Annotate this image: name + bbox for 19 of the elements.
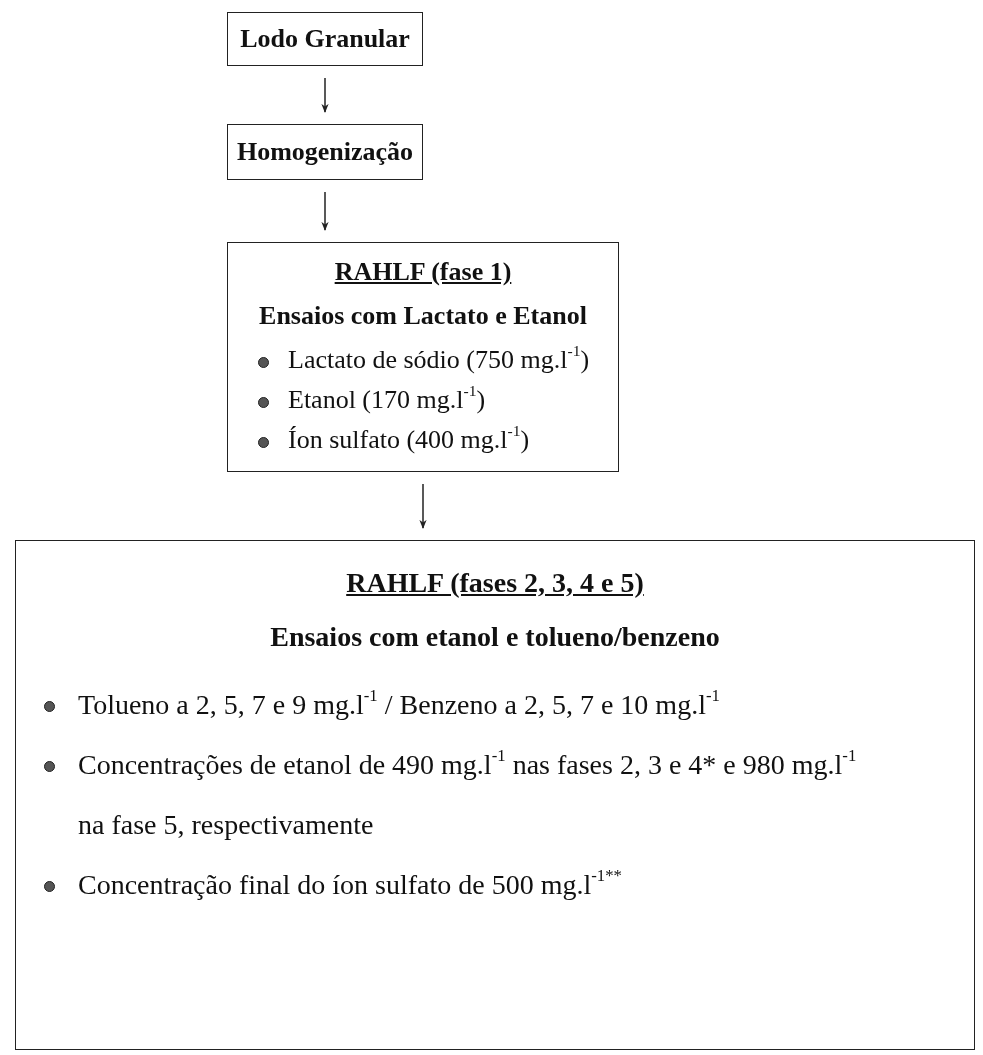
bullet-text: Tolueno a 2, 5, 7 e 9 mg.l$^{-1}$ / Benzeno a 2, 5, 7 e 10 mg.l$^{-1}$ (78, 684, 721, 722)
stage-heading: RAHLF (fase 1) (333, 257, 513, 287)
stage-heading: RAHLF (fases 2, 3, 4 e 5) (345, 567, 645, 599)
arrow (321, 191, 329, 231)
bullet-text: Lactato de sódio (750 mg.l$^{-1}$) (288, 343, 590, 376)
process-box (227, 242, 619, 472)
bullet-text: Etanol (170 mg.l$^{-1}$) (288, 383, 486, 416)
bullet-text: Concentração final do íon sulfato de 500 mg.l$^{-1**}$ (78, 864, 623, 902)
process-box (227, 124, 423, 180)
process-box (15, 540, 975, 1050)
bullet-text: Íon sulfato (400 mg.l$^{-1}$) (288, 423, 530, 456)
arrow (419, 483, 427, 529)
bullet-text: Concentrações de etanol de 490 mg.l$^{-1}$ nas fases 2, 3 e 4* e 980 mg.l$^{-1}$ na fase 5, respectivamente (78, 744, 858, 842)
step-label: Homogenização (235, 137, 415, 168)
stage-subtitle: Ensaios com etanol e tolueno/benzeno (269, 621, 721, 653)
arrow (321, 77, 329, 113)
step-label: Lodo Granular (239, 24, 411, 55)
process-box (227, 12, 423, 66)
stage-subtitle: Ensaios com Lactato e Etanol (258, 301, 588, 331)
